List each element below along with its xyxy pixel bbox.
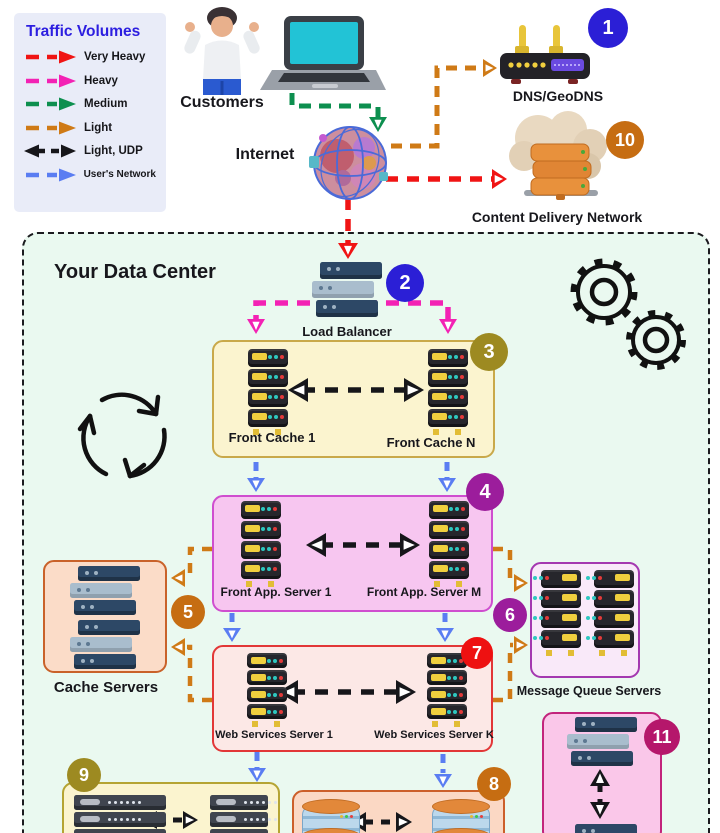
legend-label: Light, UDP <box>84 145 143 157</box>
badge-bottom-left: 9 <box>67 758 101 792</box>
gears-icon <box>570 258 686 370</box>
badge-cdn: 10 <box>606 121 644 159</box>
cache-servers-label: Cache Servers <box>53 679 159 696</box>
legend-item-very-heavy: Very Heavy <box>24 50 156 65</box>
legend-item-heavy: Heavy <box>24 73 156 88</box>
web-services-k-server-icon <box>427 653 467 727</box>
database-cylinder-icon <box>432 828 490 833</box>
front-cache-n-server-icon <box>428 349 468 435</box>
front-app-1-server-icon <box>241 501 281 587</box>
internal-server-stack-icon <box>567 824 637 833</box>
message-queue-label: Message Queue Servers <box>516 684 662 698</box>
internet-label: Internet <box>235 146 295 163</box>
front-app-m-server-icon <box>429 501 469 587</box>
message-queue-server-icon <box>594 570 634 656</box>
front-cache-n-label: Front Cache N <box>386 435 476 450</box>
badge-bottom-right: 11 <box>644 719 680 755</box>
web-services-k-label: Web Services Server K <box>374 729 494 741</box>
legend-item-light: Light <box>24 120 156 135</box>
dns-label: DNS/GeoDNS <box>512 88 604 104</box>
internet-globe-icon <box>309 126 388 200</box>
rack-servers-icon <box>210 795 268 833</box>
front-cache-1-server-icon <box>248 349 288 435</box>
legend-title: Traffic Volumes <box>26 23 141 40</box>
badge-message-queue: 6 <box>493 598 527 632</box>
load-balancer-icon <box>312 262 382 317</box>
medium-arrow-icon <box>26 97 76 111</box>
customers-label: Customers <box>180 94 264 111</box>
front-app-1-label: Front App. Server 1 <box>220 585 332 599</box>
internal-server-stack-icon <box>567 717 637 766</box>
badge-load-balancer: 2 <box>386 264 424 302</box>
cdn-label: Content Delivery Network <box>471 209 643 225</box>
load-balancer-label: Load Balancer <box>302 324 392 339</box>
legend-item-medium: Medium <box>24 97 156 112</box>
badge-front-cache: 3 <box>470 333 508 371</box>
web-services-1-label: Web Services Server 1 <box>215 729 333 741</box>
web-services-1-server-icon <box>247 653 287 727</box>
cache-server-stack-icon <box>70 620 140 669</box>
legend-item-users-network: User's Network <box>24 167 156 182</box>
badge-web-services: 7 <box>461 637 493 669</box>
legend-item-light-udp: Light, UDP <box>24 144 156 159</box>
message-queue-server-icon <box>541 570 581 656</box>
badge-databases: 8 <box>477 767 511 801</box>
laptop-icon <box>260 16 386 90</box>
front-cache-1-label: Front Cache 1 <box>228 430 316 445</box>
rack-servers-icon <box>74 795 166 833</box>
badge-front-app: 4 <box>466 473 504 511</box>
cdn-cloud-icon <box>509 111 607 200</box>
udp-double-arrow-icon <box>24 144 76 158</box>
legend-label: Very Heavy <box>84 51 146 63</box>
database-cylinder-icon <box>302 828 360 833</box>
legend-label: Heavy <box>84 74 118 87</box>
front-app-m-label: Front App. Server M <box>366 585 482 599</box>
heavy-arrow-icon <box>26 74 76 87</box>
database-cylinder-icon <box>432 799 490 833</box>
badge-cache-servers: 5 <box>171 595 205 629</box>
datacenter-title: Your Data Center <box>54 261 216 283</box>
legend-label: User's Network <box>83 169 156 180</box>
dns-router-icon <box>500 25 590 84</box>
legend-label: Medium <box>84 98 128 110</box>
badge-dns: 1 <box>588 8 628 48</box>
customer-person-icon <box>184 7 260 95</box>
cache-server-stack-icon <box>70 566 140 615</box>
cycle-arrows-icon <box>77 392 167 479</box>
legend-label: Light <box>84 121 113 134</box>
light-arrow-icon <box>26 121 76 134</box>
traffic-volumes-legend: Traffic Volumes Very Heavy Heavy Medium … <box>14 13 166 212</box>
very-heavy-arrow-icon <box>26 50 76 64</box>
users-network-arrow-icon <box>26 168 76 181</box>
